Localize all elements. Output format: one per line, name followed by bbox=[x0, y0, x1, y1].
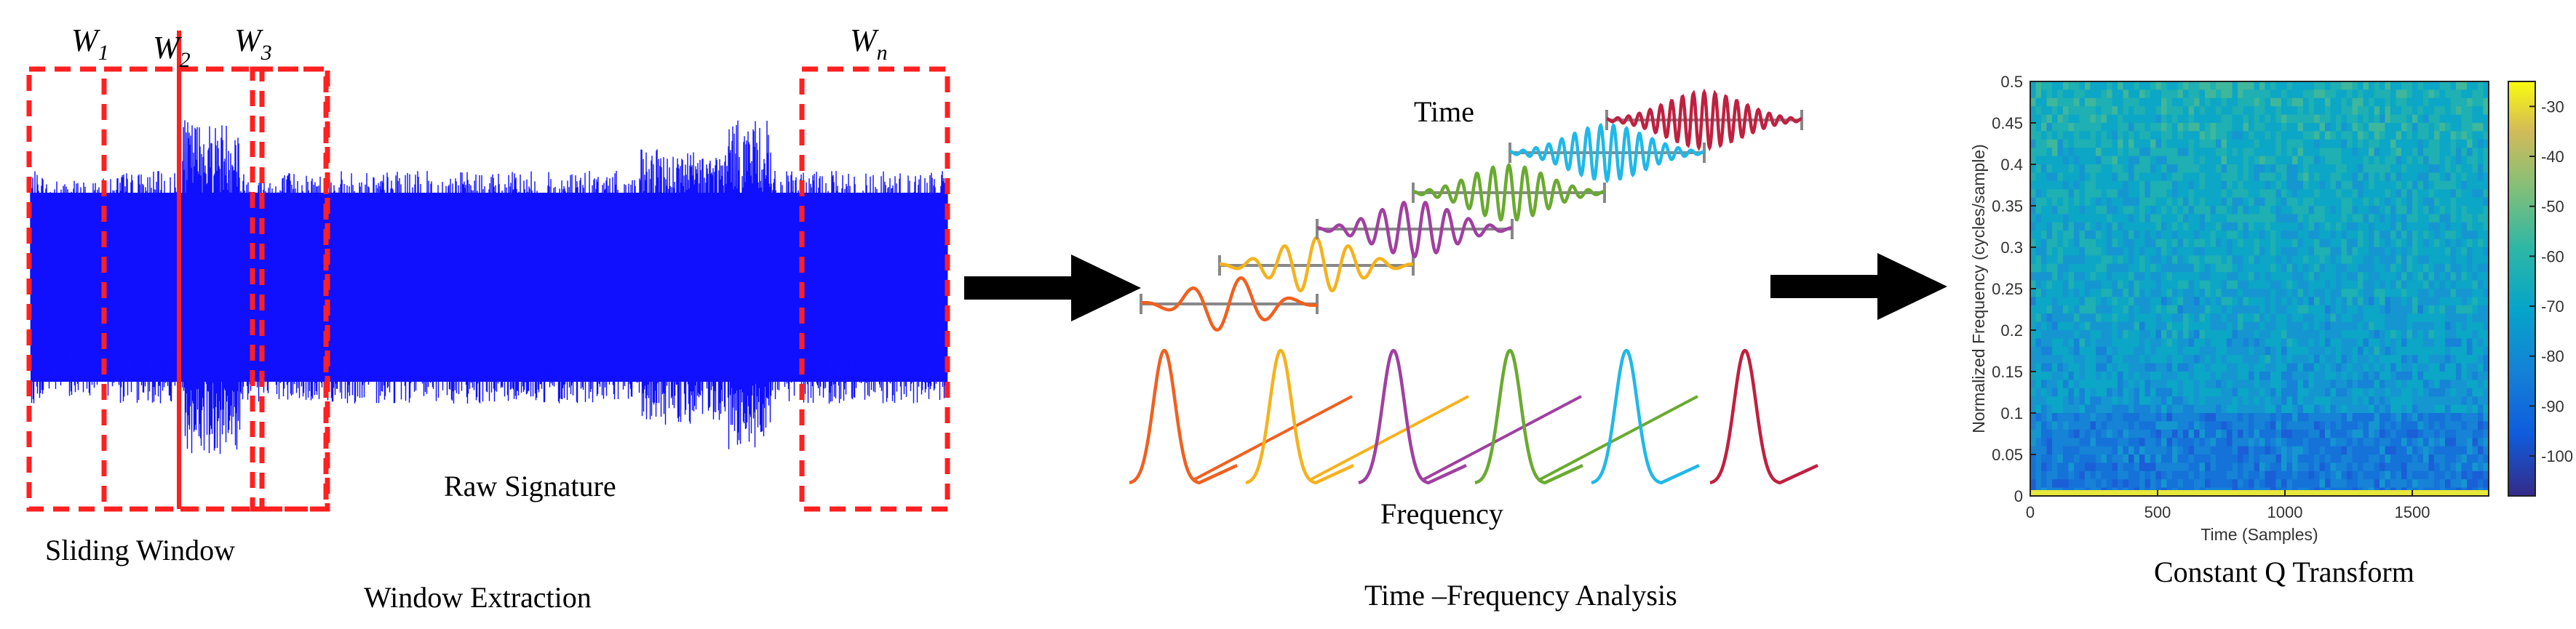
x-tick-label: 0 bbox=[2026, 503, 2035, 521]
window-box-wn bbox=[799, 66, 950, 512]
y-tick-label: 0.4 bbox=[2000, 156, 2023, 174]
colorbar-tick-label: -60 bbox=[2541, 247, 2564, 265]
frequency-line bbox=[1422, 395, 1582, 481]
y-tick-label: 0.45 bbox=[1992, 114, 2023, 132]
frequency-responses bbox=[1129, 348, 1818, 485]
y-tick-label: 0.3 bbox=[2000, 239, 2023, 257]
frequency-response-3 bbox=[1358, 348, 1582, 485]
time-frequency-panel: Time Frequency Time –Frequency Analysis bbox=[1129, 88, 1818, 612]
cqt-chart: 0 0.05 0.1 0.15 0.2 0.25 0.3 0.35 0.4 0.45 0.5 0 50… bbox=[1969, 73, 2573, 544]
wavelet-2 bbox=[1218, 236, 1415, 293]
gaussian-curve bbox=[1474, 348, 1583, 485]
arrow-right-2 bbox=[1770, 253, 1947, 320]
frequency-line bbox=[1309, 395, 1469, 481]
wavelet-curve bbox=[1412, 162, 1605, 222]
colorbar-tick-label: -50 bbox=[2541, 198, 2564, 216]
wavelet-1 bbox=[1140, 276, 1319, 332]
x-tick-label: 1500 bbox=[2395, 503, 2430, 521]
sliding-windows bbox=[26, 31, 950, 512]
dc-band bbox=[2030, 490, 2489, 496]
wavelet-4 bbox=[1412, 162, 1606, 222]
frequency-response-6 bbox=[1709, 348, 1818, 485]
window-extraction-caption: Window Extraction bbox=[364, 581, 592, 614]
gaussian-curve bbox=[1245, 348, 1354, 485]
window-extraction-panel: W1 W2 W3 Wn Raw Signature Sliding Window… bbox=[26, 23, 950, 614]
x-tick-label: 1000 bbox=[2267, 503, 2303, 521]
y-tick-label: 0.05 bbox=[1992, 446, 2023, 464]
frequency-response-4 bbox=[1474, 348, 1698, 485]
wavelet-curve bbox=[1607, 88, 1802, 152]
raw-signature-label: Raw Signature bbox=[444, 470, 616, 502]
frequency-line bbox=[1538, 395, 1698, 481]
wavelet-curve bbox=[1140, 276, 1318, 332]
x-axis-label: Time (Samples) bbox=[2201, 525, 2318, 544]
frequency-response-1 bbox=[1129, 348, 1353, 485]
wavelet-curve bbox=[1509, 122, 1705, 184]
signal-trace bbox=[30, 120, 948, 454]
colorbar-tick-label: -90 bbox=[2541, 397, 2564, 415]
y-tick-label: 0.15 bbox=[1992, 363, 2023, 381]
y-tick-label: 0.35 bbox=[1992, 197, 2023, 215]
window-box-w3 bbox=[250, 66, 330, 512]
sliding-window-label: Sliding Window bbox=[45, 534, 235, 566]
time-wavelets bbox=[1140, 88, 1803, 332]
window-label-w3: W3 bbox=[234, 23, 272, 65]
frequency-response-5 bbox=[1591, 348, 1700, 485]
colorbar bbox=[2508, 81, 2536, 497]
wavelet-5 bbox=[1508, 122, 1706, 184]
y-tick-label: 0.1 bbox=[2000, 404, 2023, 422]
y-tick-label: 0 bbox=[2014, 487, 2023, 505]
wavelet-3 bbox=[1316, 200, 1514, 259]
frequency-response-2 bbox=[1245, 348, 1469, 485]
y-tick-label: 0.25 bbox=[1992, 280, 2023, 298]
wavelet-6 bbox=[1605, 88, 1803, 152]
cqt-caption: Constant Q Transform bbox=[2154, 556, 2414, 588]
wavelet-curve bbox=[1316, 200, 1513, 259]
time-frequency-caption: Time –Frequency Analysis bbox=[1364, 579, 1677, 612]
colorbar-tick-label: -30 bbox=[2541, 97, 2564, 116]
frequency-line bbox=[1193, 395, 1353, 481]
window-label-w2: W2 bbox=[153, 30, 191, 72]
arrow-right-1 bbox=[964, 255, 1141, 321]
window-label-w1: W1 bbox=[71, 23, 109, 65]
time-label: Time bbox=[1414, 95, 1474, 128]
gaussian-curve bbox=[1709, 348, 1818, 485]
gaussian-curve bbox=[1591, 348, 1700, 485]
y-axis-ticks: 0 0.05 0.1 0.15 0.2 0.25 0.3 0.35 0.4 0.45 0.5 bbox=[1992, 73, 2036, 505]
frequency-label: Frequency bbox=[1380, 497, 1503, 530]
y-axis-label: Normalized Frequency (cycles/sample) bbox=[1969, 144, 1988, 433]
gaussian-curve bbox=[1129, 348, 1238, 485]
x-tick-label: 500 bbox=[2144, 503, 2171, 521]
colorbar-tick-label: -40 bbox=[2541, 148, 2564, 166]
y-tick-label: 0.5 bbox=[2000, 73, 2023, 91]
window-label-wn: Wn bbox=[850, 23, 888, 65]
colorbar-tick-label: -70 bbox=[2541, 297, 2564, 316]
colorbar-ticks: -30 -40 -50 -60 -70 -80 -90 -100 bbox=[2529, 97, 2573, 465]
colorbar-tick-label: -100 bbox=[2541, 447, 2573, 465]
x-axis-ticks: 0 500 1000 1500 bbox=[2026, 490, 2430, 521]
y-tick-label: 0.2 bbox=[2000, 321, 2023, 340]
colorbar-tick-label: -80 bbox=[2541, 348, 2564, 366]
gaussian-curve bbox=[1358, 348, 1467, 485]
heatmap-cells bbox=[2030, 81, 2489, 496]
raw-signal-waveform bbox=[30, 120, 948, 454]
